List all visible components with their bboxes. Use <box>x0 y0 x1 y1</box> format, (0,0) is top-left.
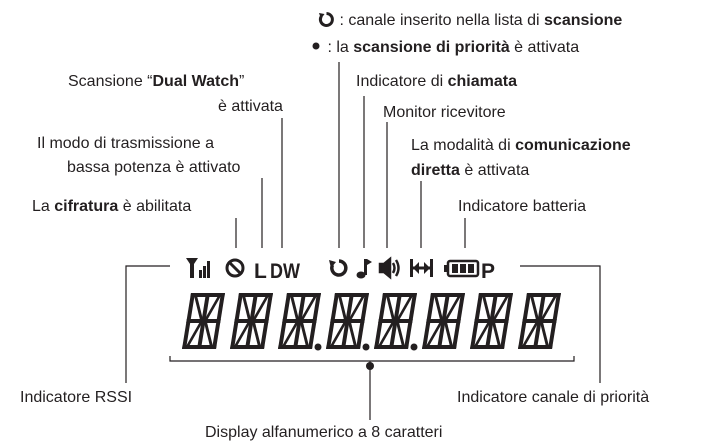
scan-icon <box>329 259 348 277</box>
battery-label: Indicatore batteria <box>458 198 587 215</box>
digit-char <box>518 293 561 349</box>
direct-mode-label-line1: La modalità di comunicazione <box>411 137 631 154</box>
bullet-icon <box>311 39 327 56</box>
priority-channel-icon: P <box>481 260 495 283</box>
digit-char <box>278 293 321 349</box>
scan-loop-icon <box>318 12 339 29</box>
scan-list-label: : canale inserito nella lista di scansio… <box>318 11 622 30</box>
priority-scan-label: : la scansione di priorità è attivata <box>311 38 579 57</box>
dual-watch-icon: DW <box>270 260 300 283</box>
decimal-point <box>410 343 418 351</box>
rssi-icon <box>186 258 210 278</box>
direct-mode-label-line2: diretta è attivata <box>411 162 530 179</box>
digit-char <box>326 293 369 349</box>
low-power-label-line1: Il modo di trasmissione a <box>37 135 214 152</box>
digit-char <box>230 293 273 349</box>
call-indicator-label: Indicatore di chiamata <box>356 73 517 90</box>
monitor-icon <box>378 256 400 280</box>
display-label: Display alfanumerico a 8 caratteri <box>205 424 443 441</box>
decimal-point <box>362 343 370 351</box>
digit-char <box>422 293 465 349</box>
call-icon <box>356 259 372 279</box>
rssi-label: Indicatore RSSI <box>20 389 133 406</box>
digit-char <box>374 293 417 349</box>
encryption-label: La cifratura è abilitata <box>32 198 192 215</box>
direct-mode-icon <box>410 259 433 277</box>
digit-char <box>470 293 513 349</box>
low-power-icon: L <box>254 260 267 283</box>
battery-icon <box>444 259 480 278</box>
low-power-label-line2: bassa potenza è attivato <box>67 159 241 176</box>
alphanumeric-digits <box>182 293 561 351</box>
monitor-label: Monitor ricevitore <box>383 104 506 121</box>
digit-char <box>182 293 225 349</box>
encryption-icon <box>225 258 245 278</box>
priority-channel-label: Indicatore canale di priorità <box>457 389 650 406</box>
dual-watch-label-line2: è attivata <box>218 98 283 115</box>
dual-watch-label-line1: Scansione “Dual Watch” <box>68 73 245 90</box>
decimal-point <box>314 343 322 351</box>
